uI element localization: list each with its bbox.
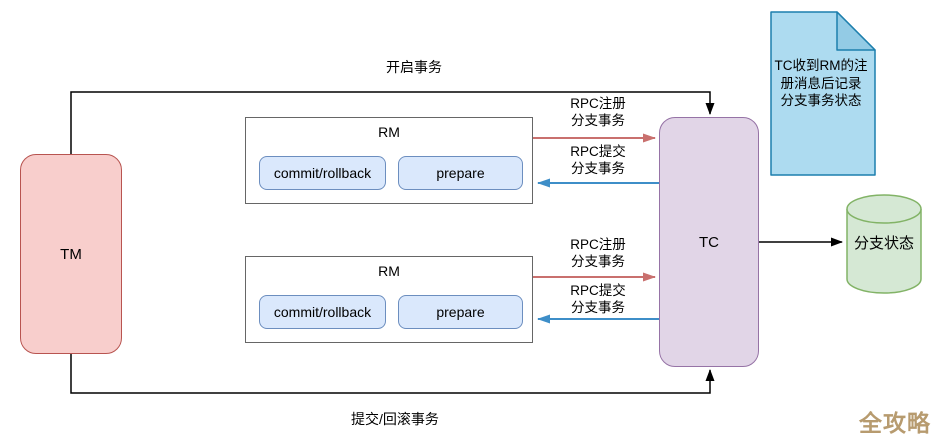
open-transaction-arrow	[70, 91, 715, 154]
rm-2-commit-rollback-box: commit/rollback	[259, 295, 386, 329]
rpc-commit-label-2: RPC提交 分支事务	[570, 283, 626, 315]
rpc-commit-label-1: RPC提交 分支事务	[570, 144, 626, 176]
open-transaction-edge-label: 开启事务	[386, 59, 442, 75]
rpc-register-label-1: RPC注册 分支事务	[570, 96, 626, 128]
commit-rollback-transaction-arrow	[70, 354, 715, 394]
branch-status-label: 分支状态	[853, 235, 914, 252]
rm-2-prepare-box: prepare	[398, 295, 523, 329]
tm-label: TM	[60, 245, 82, 263]
note-shape	[770, 11, 876, 176]
rm-1-prepare-box: prepare	[398, 156, 523, 190]
rm-1-commit-rollback-box: commit/rollback	[259, 156, 386, 190]
rpc-register-label-2: RPC注册 分支事务	[570, 237, 626, 269]
tc-label: TC	[699, 233, 719, 251]
watermark-text: 全攻略	[859, 410, 931, 436]
rm-node-2: RM commit/rollback prepare	[245, 256, 533, 343]
commit-rollback-edge-label: 提交/回滚事务	[351, 411, 439, 427]
rm-node-1: RM commit/rollback prepare	[245, 117, 533, 204]
note-text: TC收到RM的注册消息后记录分支事务状态	[774, 58, 868, 108]
rm-2-label: RM	[378, 263, 400, 279]
tc-node: TC	[659, 117, 759, 367]
branch-status-cylinder	[846, 194, 922, 294]
rm-1-label: RM	[378, 124, 400, 140]
tm-node: TM	[20, 154, 122, 354]
